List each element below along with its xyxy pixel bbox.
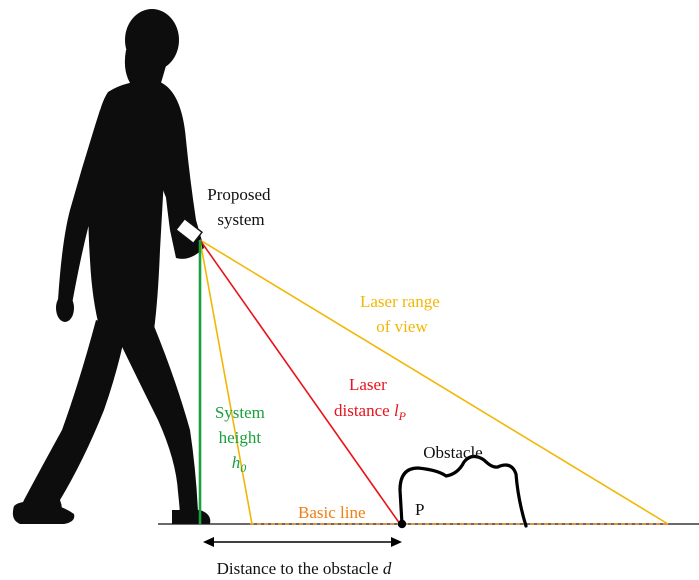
system-height-label: System height h0 [215, 403, 269, 475]
point-p-label: P [415, 500, 424, 519]
basic-line-label: Basic line [298, 503, 366, 522]
laser-range-upper-line [199, 239, 669, 525]
distance-caption: Distance to the obstacle d [217, 559, 392, 578]
proposed-system-label: Proposed system [207, 185, 275, 229]
laser-range-lower-line [199, 239, 253, 525]
obstacle-outline [398, 454, 528, 528]
distance-arrow [203, 537, 402, 547]
proposed-system-device [175, 217, 203, 245]
obstacle-label: Obstacle [423, 443, 482, 462]
laser-distance-line [199, 239, 401, 525]
laser-distance-label: Laser distance lP [334, 375, 407, 423]
person-silhouette [12, 9, 211, 524]
point-p-marker [397, 519, 407, 529]
laser-range-label: Laser range of view [360, 292, 444, 336]
